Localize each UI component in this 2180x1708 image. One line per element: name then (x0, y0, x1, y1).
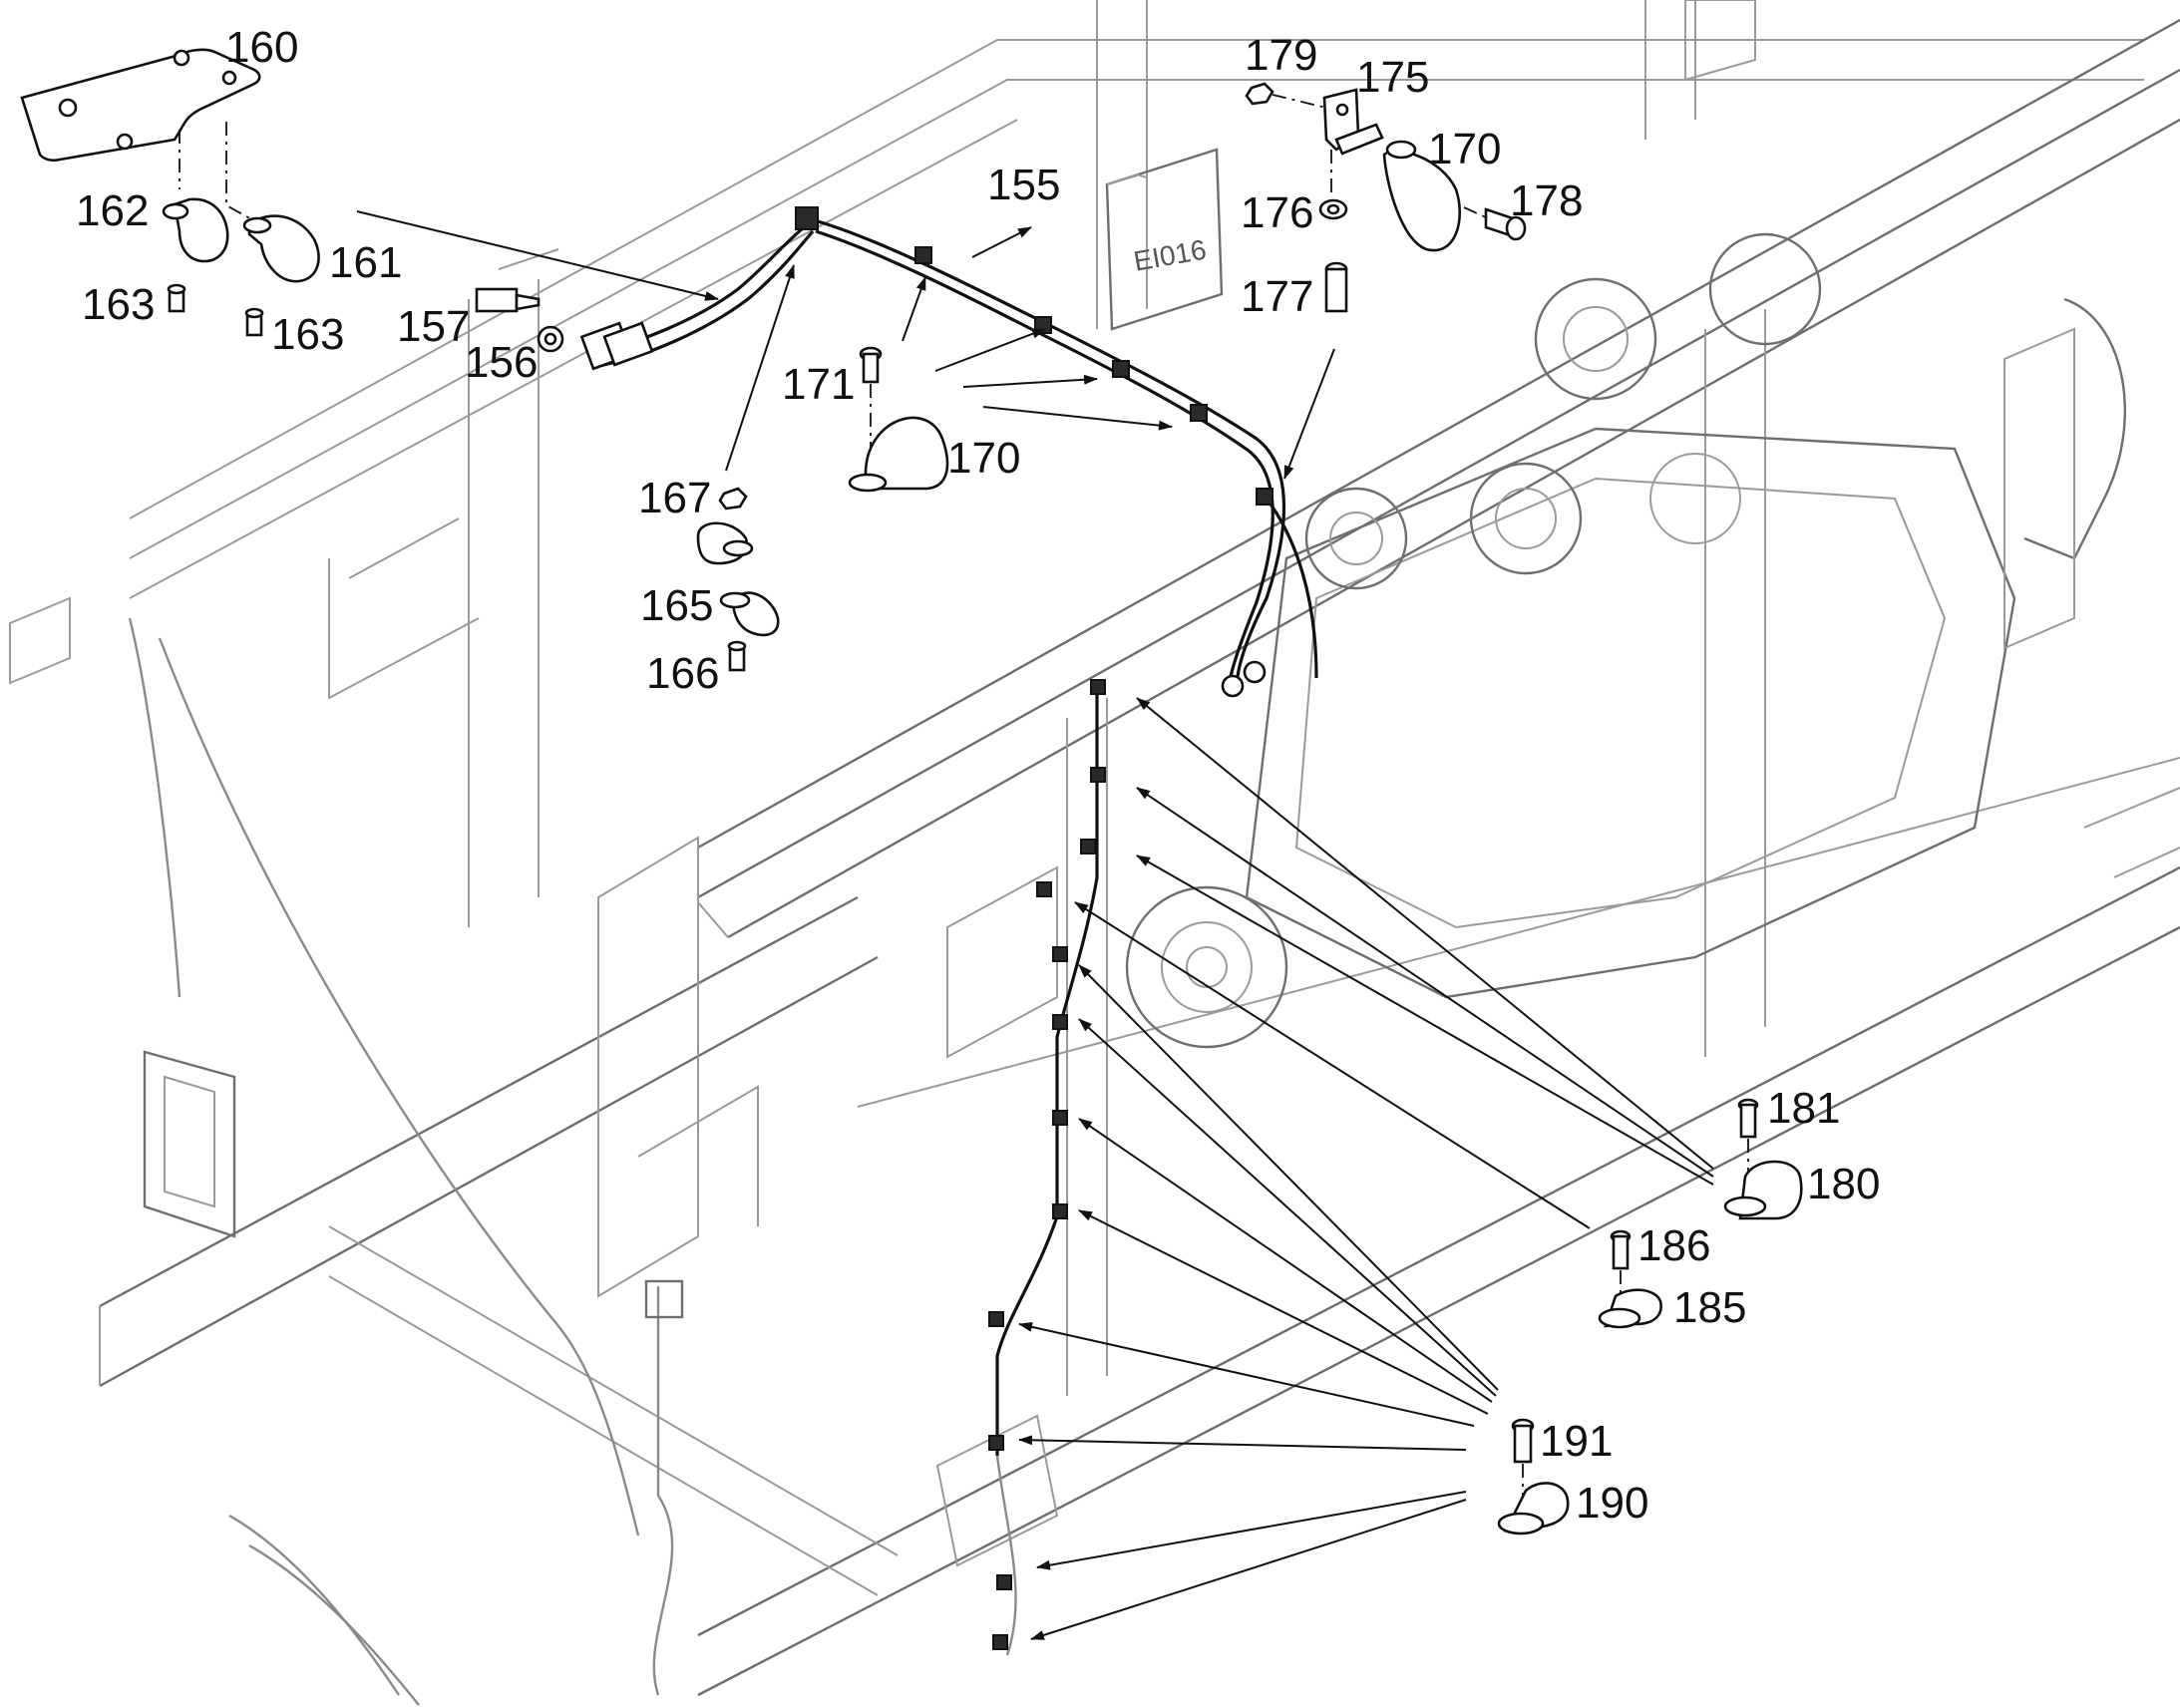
clamp-165-lower (719, 591, 780, 637)
washer-176 (1318, 198, 1348, 220)
screw-171 (859, 346, 883, 384)
bracket-175 (1322, 88, 1384, 156)
callout-labels: 155 156 157 160 161 162 163 163 165 166 … (76, 23, 1880, 1528)
clamp-161 (242, 214, 320, 283)
clamp-190 (1497, 1482, 1570, 1536)
nut-179 (1245, 82, 1274, 106)
clamp-162 (162, 197, 229, 263)
callout-156: 156 (465, 338, 538, 387)
machine-frame (9, 0, 2180, 1706)
callout-165: 165 (640, 581, 713, 630)
callout-163-b: 163 (271, 310, 344, 359)
washer-156 (537, 325, 564, 353)
callout-167: 167 (638, 474, 711, 522)
clamp-185 (1598, 1288, 1662, 1329)
screw-177 (1324, 261, 1348, 313)
bolt-157 (475, 287, 541, 313)
callout-170-center: 170 (947, 434, 1020, 483)
callout-175: 175 (1356, 53, 1429, 102)
electrical-box: EI016 (1105, 148, 1224, 331)
callout-178: 178 (1510, 176, 1583, 225)
callout-190: 190 (1576, 1479, 1648, 1528)
screw-181 (1737, 1098, 1759, 1139)
clamp-170-right (1382, 140, 1462, 252)
clamp-180 (1723, 1160, 1803, 1220)
callout-191: 191 (1540, 1417, 1613, 1466)
nut-167 (718, 487, 748, 511)
callout-185: 185 (1673, 1283, 1746, 1332)
electrical-box-label: EI016 (1131, 234, 1208, 277)
clamp-170-center (848, 416, 949, 493)
callout-163-a: 163 (82, 280, 155, 329)
callout-186: 186 (1637, 1221, 1710, 1270)
bolt-178 (1484, 207, 1527, 241)
callout-180: 180 (1807, 1160, 1880, 1208)
screw-186 (1610, 1229, 1632, 1270)
callout-166: 166 (646, 649, 719, 698)
mounting-plate-160 (20, 48, 261, 163)
wiring-harness (579, 206, 1318, 1656)
leader-lines (356, 210, 1714, 1640)
callout-161: 161 (329, 238, 402, 287)
screw-163-b (244, 307, 264, 337)
screw-166 (727, 640, 747, 672)
callout-170-right: 170 (1428, 125, 1501, 173)
callout-162: 162 (76, 186, 149, 235)
callout-160: 160 (225, 23, 298, 72)
callout-171: 171 (782, 360, 855, 409)
screw-191 (1511, 1418, 1535, 1464)
callout-155: 155 (987, 161, 1060, 209)
callout-181: 181 (1767, 1084, 1840, 1133)
screw-163-a (167, 283, 186, 313)
callout-177: 177 (1241, 272, 1313, 321)
callout-157: 157 (397, 302, 470, 351)
callout-179: 179 (1245, 31, 1317, 80)
clamp-165-upper (696, 521, 754, 565)
callout-176: 176 (1241, 188, 1313, 237)
